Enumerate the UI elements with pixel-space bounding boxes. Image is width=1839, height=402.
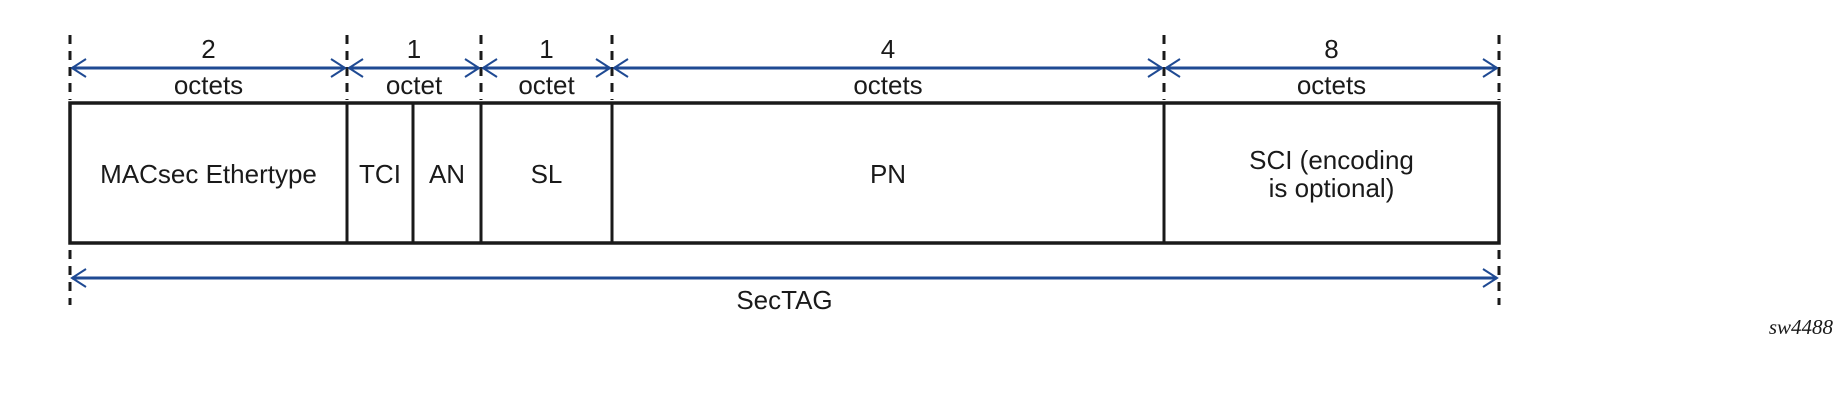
field-label: AN: [429, 159, 465, 189]
octet-unit: octets: [853, 70, 922, 100]
octet-count: 1: [539, 34, 553, 64]
octet-unit: octet: [386, 70, 443, 100]
field-label: SCI (encoding: [1249, 145, 1414, 175]
sectag-span-arrow: [70, 268, 1499, 288]
octet-span-arrow: [347, 58, 481, 78]
field-label: MACsec Ethertype: [100, 159, 317, 189]
field-label: SL: [531, 159, 563, 189]
octet-count: 1: [407, 34, 421, 64]
figure-id: sw4488: [1769, 315, 1834, 339]
octet-unit: octets: [1297, 70, 1366, 100]
sectag-frame: [68, 101, 1501, 245]
field-label: is optional): [1269, 173, 1395, 203]
octet-count: 4: [881, 34, 895, 64]
octet-unit: octets: [174, 70, 243, 100]
octet-unit: octet: [518, 70, 575, 100]
sectag-label: SecTAG: [736, 285, 832, 315]
field-label: PN: [870, 159, 906, 189]
field-label: TCI: [359, 159, 401, 189]
octet-count: 2: [201, 34, 215, 64]
octet-span-arrow: [1164, 58, 1499, 78]
octet-count: 8: [1324, 34, 1338, 64]
octet-span-arrow: [612, 58, 1164, 78]
octet-span-arrow: [70, 58, 347, 78]
octet-span-arrow: [481, 58, 612, 78]
